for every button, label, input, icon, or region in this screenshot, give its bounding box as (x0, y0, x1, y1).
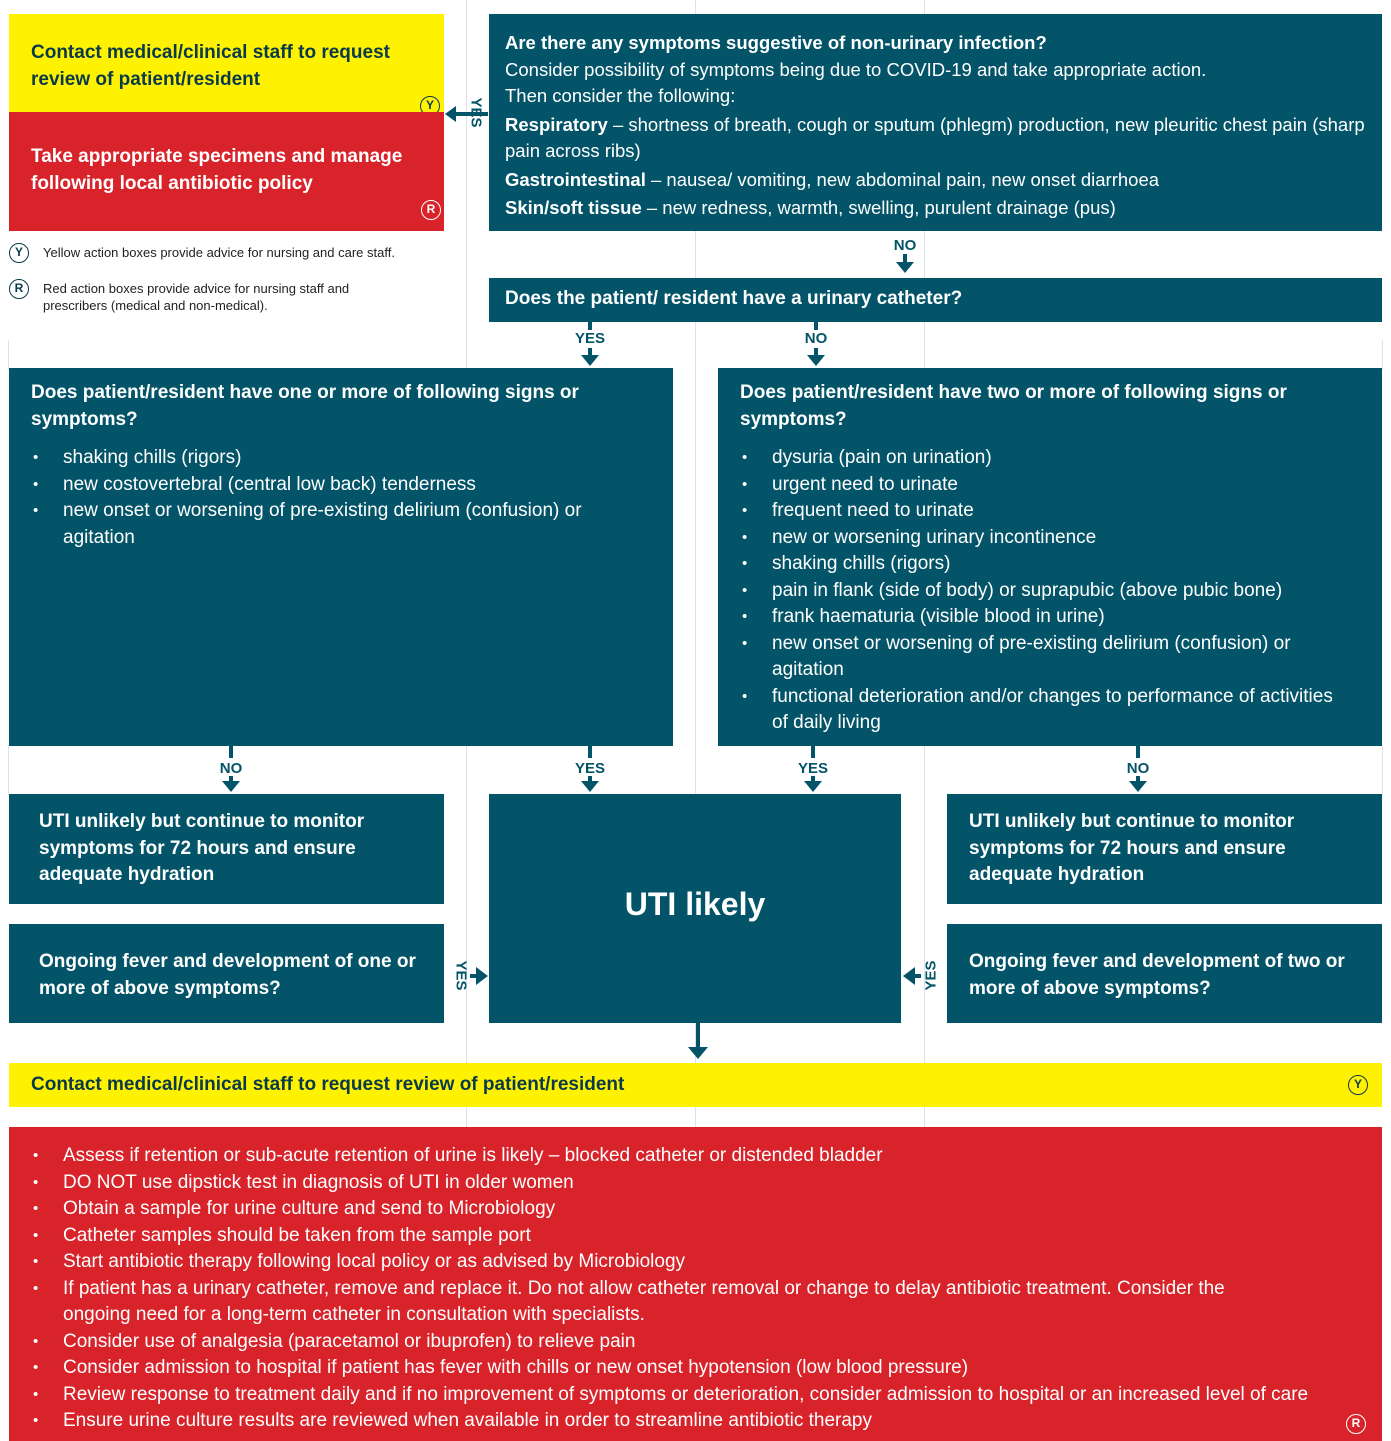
symptom-item: functional deterioration and/or changes … (742, 684, 1342, 737)
arrow-down-icon (581, 746, 599, 792)
action-box-yellow-top: Contact medical/clinical staff to reques… (9, 14, 444, 116)
yellow-badge-icon: Y (1348, 1075, 1368, 1095)
outcome-uti-unlikely-right: UTI unlikely but continue to monitor sym… (947, 794, 1382, 904)
legend-text: Red action boxes provide advice for nurs… (43, 281, 350, 313)
symptom-item: frequent need to urinate (742, 498, 1342, 525)
action-text: Take appropriate specimens and manage fo… (31, 146, 403, 194)
action-item: Obtain a sample for urine culture and se… (33, 1196, 1353, 1223)
question-title: Does the patient/ resident have a urinar… (505, 288, 963, 309)
arrow-down-icon (222, 746, 240, 792)
legend-yellow: Y Yellow action boxes provide advice for… (9, 243, 459, 263)
symptom-item: new costovertebral (central low back) te… (33, 472, 633, 499)
red-badge-icon: R (1346, 1414, 1366, 1434)
action-item: Assess if retention or sub-acute retenti… (33, 1143, 1353, 1170)
grid-line (1382, 745, 1383, 795)
red-badge-icon: R (421, 200, 441, 220)
respiratory-line: Respiratory – shortness of breath, cough… (505, 112, 1365, 165)
symptom-item: dysuria (pain on urination) (742, 445, 1342, 472)
question-title: Does patient/resident have two or more o… (740, 382, 1287, 430)
outcome-text: UTI unlikely but continue to monitor sym… (969, 811, 1295, 885)
action-item: Ensure urine culture results are reviewe… (33, 1408, 1353, 1435)
symptom-item: new or worsening urinary incontinence (742, 525, 1342, 552)
question-catheter-no: Does patient/resident have two or more o… (718, 368, 1382, 746)
no-label: NO (219, 760, 243, 777)
grid-line (695, 0, 696, 1441)
red-badge-icon: R (9, 279, 29, 299)
gastro-text: – nausea/ vomiting, new abdominal pain, … (645, 168, 1160, 190)
action-item: If patient has a urinary catheter, remov… (33, 1276, 1353, 1329)
question-title: Ongoing fever and development of one or … (39, 951, 416, 999)
question-ongoing-fever-left: Ongoing fever and development of one or … (9, 924, 444, 1023)
grid-line (1382, 340, 1383, 370)
no-label: NO (804, 330, 828, 347)
no-label: NO (893, 237, 917, 254)
yes-label: YES (574, 330, 605, 347)
question-text: Consider possibility of symptoms being d… (505, 58, 1207, 80)
outcome-text: UTI likely (624, 886, 766, 922)
arrow-down-icon (804, 746, 822, 792)
gastro-line: Gastrointestinal – nausea/ vomiting, new… (505, 167, 1365, 194)
arrow-down-icon (807, 322, 825, 366)
symptom-item: shaking chills (rigors) (742, 551, 1342, 578)
action-text: Contact medical/clinical staff to reques… (31, 42, 390, 90)
action-box-yellow-bottom: Contact medical/clinical staff to reques… (9, 1063, 1382, 1107)
symptom-list: dysuria (pain on urination) urgent need … (742, 445, 1342, 737)
outcome-text: UTI unlikely but continue to monitor sym… (39, 811, 365, 885)
yes-label: YES (467, 97, 485, 128)
grid-line (8, 745, 9, 795)
arrow-down-icon (688, 1023, 708, 1059)
action-item: Consider use of analgesia (paracetamol o… (33, 1329, 1353, 1356)
action-item: Catheter samples should be taken from th… (33, 1223, 1353, 1250)
skin-text: – new redness, warmth, swelling, purulen… (641, 197, 1116, 218)
arrow-right-icon (470, 967, 488, 985)
action-item: Consider admission to hospital if patien… (33, 1355, 1353, 1382)
respiratory-label: Respiratory (505, 113, 608, 135)
gastro-label: Gastrointestinal (505, 168, 646, 190)
skin-line: Skin/soft tissue – new redness, warmth, … (505, 195, 1365, 222)
question-title: Ongoing fever and development of two or … (969, 951, 1345, 999)
yes-label: YES (922, 960, 940, 991)
arrow-down-icon (896, 254, 914, 273)
symptom-list: shaking chills (rigors) new costovertebr… (33, 445, 633, 551)
symptom-item: shaking chills (rigors) (33, 445, 633, 472)
yes-label: YES (574, 760, 605, 777)
yes-label: YES (452, 960, 470, 991)
arrow-down-icon (1129, 746, 1147, 792)
action-item: Review response to treatment daily and i… (33, 1382, 1353, 1409)
arrow-down-icon (581, 322, 599, 366)
legend: Y Yellow action boxes provide advice for… (9, 243, 459, 319)
arrow-left-icon (903, 967, 921, 985)
question-ongoing-fever-right: Ongoing fever and development of two or … (947, 924, 1382, 1023)
skin-label: Skin/soft tissue (505, 197, 642, 218)
question-catheter-yes: Does patient/resident have one or more o… (9, 368, 673, 746)
question-urinary-catheter: Does the patient/ resident have a urinar… (489, 278, 1382, 322)
action-box-red-bottom: Assess if retention or sub-acute retenti… (9, 1127, 1382, 1441)
arrow-left-icon (445, 106, 488, 122)
outcome-uti-unlikely-left: UTI unlikely but continue to monitor sym… (9, 794, 444, 904)
question-title: Are there any symptoms suggestive of non… (505, 32, 1047, 53)
question-non-urinary-infection: Are there any symptoms suggestive of non… (489, 14, 1382, 231)
outcome-uti-likely: UTI likely (489, 794, 901, 1023)
legend-red: R Red action boxes provide advice for nu… (9, 279, 459, 319)
symptom-item: urgent need to urinate (742, 472, 1342, 499)
question-title: Does patient/resident have one or more o… (31, 382, 579, 430)
action-item: DO NOT use dipstick test in diagnosis of… (33, 1170, 1353, 1197)
action-text: Contact medical/clinical staff to reques… (31, 1074, 625, 1095)
yellow-badge-icon: Y (9, 243, 29, 263)
respiratory-text: – shortness of breath, cough or sputum (… (505, 113, 1365, 162)
action-list: Assess if retention or sub-acute retenti… (33, 1143, 1353, 1435)
grid-line (8, 340, 9, 370)
symptom-item: pain in flank (side of body) or suprapub… (742, 578, 1342, 605)
symptom-item: frank haematuria (visible blood in urine… (742, 604, 1342, 631)
no-label: NO (1126, 760, 1150, 777)
action-item: Start antibiotic therapy following local… (33, 1249, 1353, 1276)
symptom-item: new onset or worsening of pre-existing d… (742, 631, 1342, 684)
question-text: Then consider the following: (505, 85, 736, 106)
legend-text: Yellow action boxes provide advice for n… (43, 245, 395, 260)
yes-label: YES (797, 760, 828, 777)
action-box-red-top: Take appropriate specimens and manage fo… (9, 112, 444, 231)
symptom-item: new onset or worsening of pre-existing d… (33, 498, 633, 551)
